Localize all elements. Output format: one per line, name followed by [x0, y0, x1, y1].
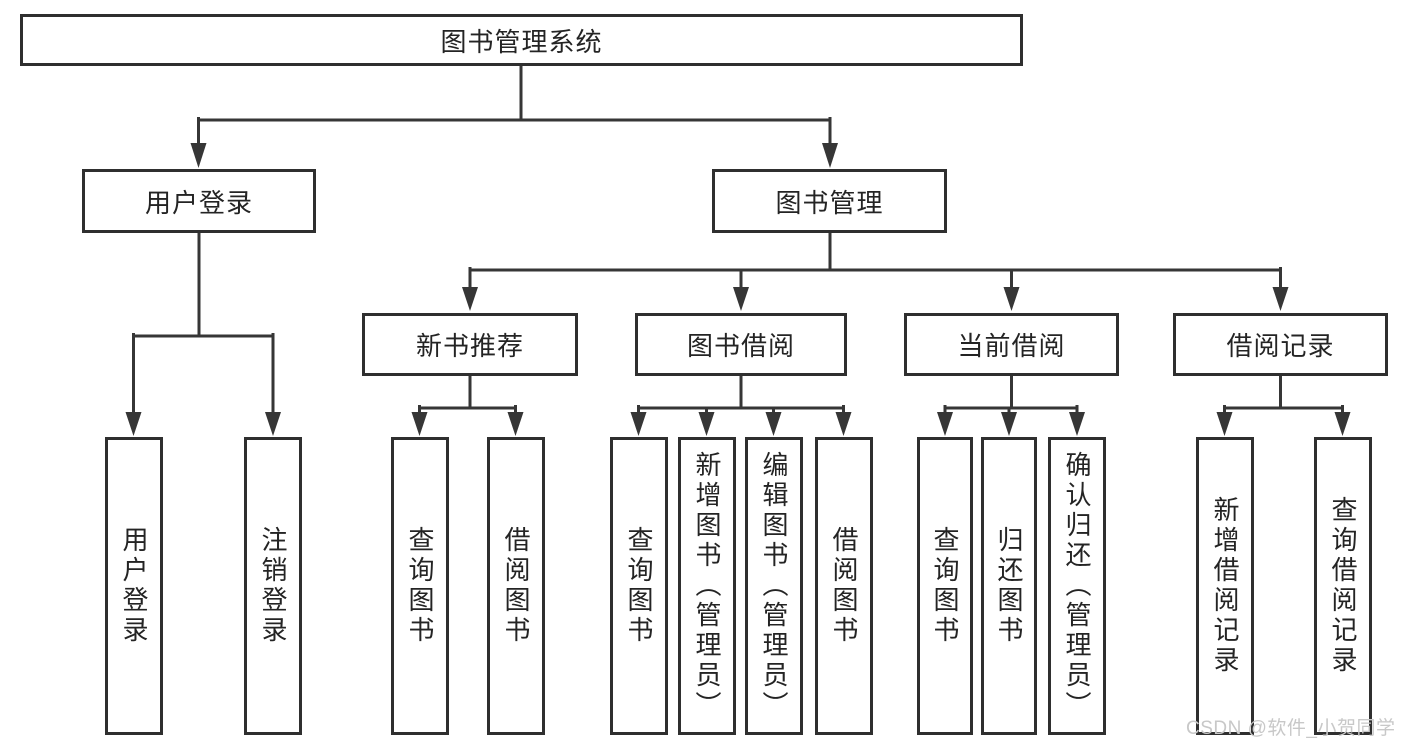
node-root-system: 图书管理系统: [20, 14, 1023, 66]
csdn-watermark: CSDN @软件_小贺同学: [1186, 718, 1396, 739]
leaf-query-borrow-record: 查询借阅记录: [1314, 437, 1372, 735]
tree-edges: [132, 64, 1344, 417]
leaf-logout-login-label: 注销登录: [258, 526, 288, 646]
leaf-user-login-label: 用户登录: [119, 526, 149, 646]
leaf-confirm-return-admin: 确认归还（管理员）: [1048, 437, 1106, 735]
leaf-newbook-borrow-book: 借阅图书: [487, 437, 545, 735]
node-root-label: 图书管理系统: [440, 26, 603, 57]
node-current-borrow-label: 当前借阅: [957, 331, 1066, 361]
leaf-add-book-admin-label: 新增图书（管理员）: [692, 451, 722, 721]
leaf-newbook-query-book-label: 查询图书: [405, 526, 435, 646]
node-user-login: 用户登录: [82, 169, 316, 233]
leaf-user-login: 用户登录: [105, 437, 163, 735]
leaf-borrow-query-book-label: 查询图书: [624, 526, 654, 646]
leaf-borrow-borrow-book: 借阅图书: [815, 437, 873, 735]
node-borrow-record-label: 借阅记录: [1226, 331, 1335, 361]
node-user-login-label: 用户登录: [144, 187, 253, 218]
leaf-return-book-label: 归还图书: [994, 526, 1024, 646]
leaf-newbook-borrow-book-label: 借阅图书: [501, 526, 531, 646]
leaf-add-borrow-record: 新增借阅记录: [1196, 437, 1254, 735]
leaf-confirm-return-admin-label: 确认归还（管理员）: [1062, 451, 1092, 721]
leaf-current-query-book-label: 查询图书: [930, 526, 960, 646]
node-new-book-recommend: 新书推荐: [362, 313, 578, 376]
leaf-query-borrow-record-label: 查询借阅记录: [1328, 496, 1358, 676]
node-new-book-recommend-label: 新书推荐: [415, 331, 524, 361]
arrowheads: [125, 143, 1351, 436]
leaf-current-query-book: 查询图书: [917, 437, 973, 735]
leaf-edit-book-admin-label: 编辑图书（管理员）: [759, 451, 789, 721]
leaf-edit-book-admin: 编辑图书（管理员）: [745, 437, 803, 735]
leaf-borrow-query-book: 查询图书: [610, 437, 668, 735]
leaf-add-borrow-record-label: 新增借阅记录: [1210, 496, 1240, 676]
leaf-logout-login: 注销登录: [244, 437, 302, 735]
leaf-newbook-query-book: 查询图书: [391, 437, 449, 735]
leaf-return-book: 归还图书: [981, 437, 1037, 735]
node-borrow-record: 借阅记录: [1173, 313, 1388, 376]
node-book-borrow-label: 图书借阅: [686, 331, 795, 361]
node-book-management: 图书管理: [712, 169, 947, 233]
leaf-borrow-borrow-book-label: 借阅图书: [829, 526, 859, 646]
node-current-borrow: 当前借阅: [904, 313, 1119, 376]
node-book-borrow: 图书借阅: [635, 313, 847, 376]
leaf-add-book-admin: 新增图书（管理员）: [678, 437, 736, 735]
node-book-management-label: 图书管理: [775, 187, 884, 218]
